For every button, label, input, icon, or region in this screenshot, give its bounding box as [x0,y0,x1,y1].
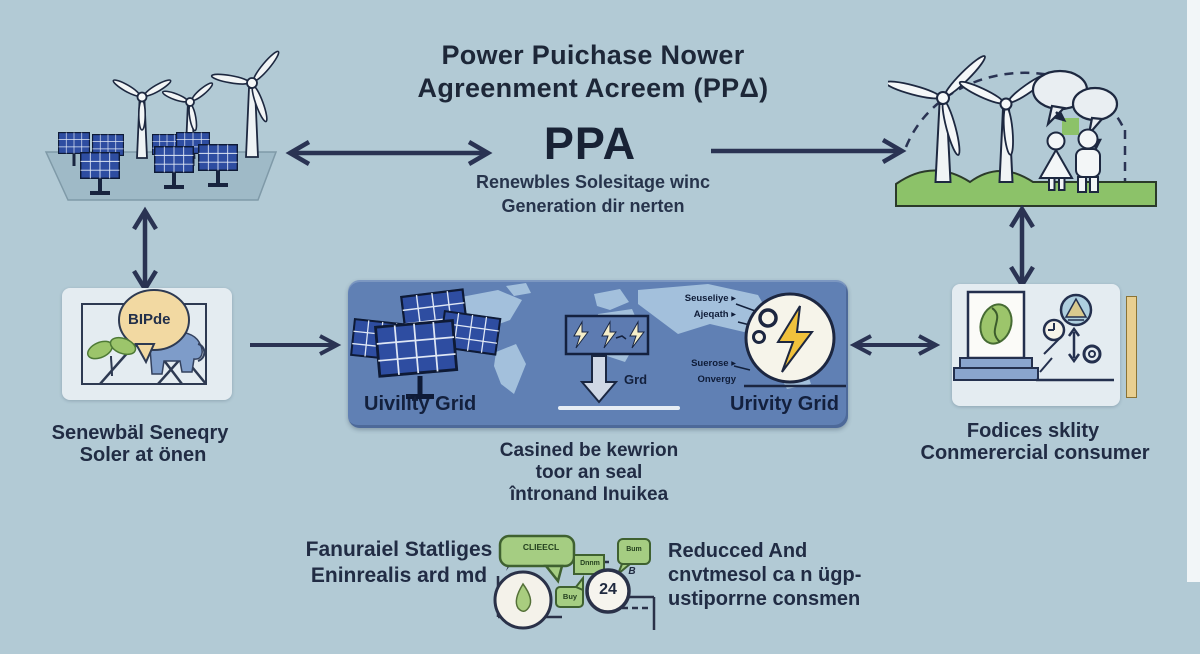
benefit-right-1: Reducced And [668,540,808,562]
renewable-farm-illustration [44,50,280,201]
energy-circle-labels-bottom: Suerose ▸ Onvergy [691,358,736,386]
generator-label-1: Senewbäl Seneqry [51,422,229,444]
consumer-card-art [953,290,1114,382]
utility-grid-box: Seuseliye ▸ Ajeqath ▸ Suerose ▸ Onvergy … [348,280,848,428]
bubble-right-text: Bum [626,546,642,553]
grass-ground-shape [895,169,1157,207]
community-illustration [888,55,1157,207]
green-square-icon [1062,118,1079,135]
people-icon [1038,128,1101,193]
grid-line [558,406,680,410]
energy-circle-labels-top: Seuseliye ▸ Ajeqath ▸ [684,293,736,321]
benefit-right-3: ustiporrne consmen [668,588,861,610]
speech-bubble-top [498,534,576,584]
elephant-trunk [197,343,206,362]
bulb-text: BIPde [128,311,171,328]
benefit-left-2: Eninrealis ard md [310,564,488,587]
arrow-grid-consumer [849,334,941,356]
consumer-label-1: Fodices sklity [966,420,1100,442]
generator-card-art [81,289,207,385]
transformer-icon [564,314,650,356]
benefit-right-2: cnvtmesol ca n ügp- [668,564,862,586]
wind-turbine-icon [112,79,172,159]
speech-bubbles-icon [1031,69,1119,138]
grid-caption-1: Casined be kewrion [499,440,679,461]
arrow-generator-vertical [132,206,158,294]
counter-sup-text: B [628,566,636,577]
consumer-card [952,284,1120,406]
subtitle-line-1: Renewbles Solesitage winc [475,172,711,192]
sprout-icon [86,336,137,377]
solar-panel-array-icon [58,132,238,195]
subtitle-line-2: Generation dir nerten [501,196,685,216]
bubble-top-text: CLIEECL [522,542,560,552]
energy-circle-icon [733,292,846,388]
generator-label-2: Soler at önen [79,444,207,466]
utility-grid-label-left: Uivility Grid [364,393,477,415]
counter-circle-icon [585,568,631,614]
solar-array-icon [350,288,502,399]
idea-bulb-icon [118,289,190,365]
consumer-label-2: Conmerercial consumer [920,442,1150,464]
grid-caption-3: întronand Inuikea [509,484,669,505]
arrow-generator-ppa [285,140,493,166]
right-edge-strip [1187,0,1200,582]
ppa-acronym: PPA [543,118,637,169]
grd-tag: Grd [624,372,648,387]
monument-icon [953,290,1039,381]
tag-mid [573,554,605,575]
tan-bar [1126,296,1137,398]
tag-mid-text: Dnnm [580,560,600,567]
arrow-consumer-vertical [1009,204,1035,290]
benefit-left-1: Fanuraiel Statliges [305,538,493,561]
wind-turbine-icon [210,50,280,158]
counter-text: 24 [599,581,617,598]
arrow-ppa-community [711,138,907,164]
title-line-1: Power Puichase Nower [441,40,745,70]
utility-grid-label-right: Urivity Grid [730,393,839,415]
speech-bubble-left [555,575,584,608]
generator-card: BIPde [62,288,232,400]
down-arrow-icon [579,355,619,404]
arrow-generator-grid [250,334,342,356]
title-line-2: Agreenment Acreem (PPΔ) [417,73,769,103]
grid-box-art [350,283,846,410]
grid-caption-2: toor an seal [535,462,643,483]
wind-turbine-icon [888,55,986,183]
speech-bubble-right [617,538,651,575]
benefits-icons [493,534,656,630]
metrics-icons [1036,293,1114,382]
lightning-bolt-icon [776,305,814,373]
droplet-icon [515,582,532,612]
bubble-left-text: Buy [562,592,578,601]
